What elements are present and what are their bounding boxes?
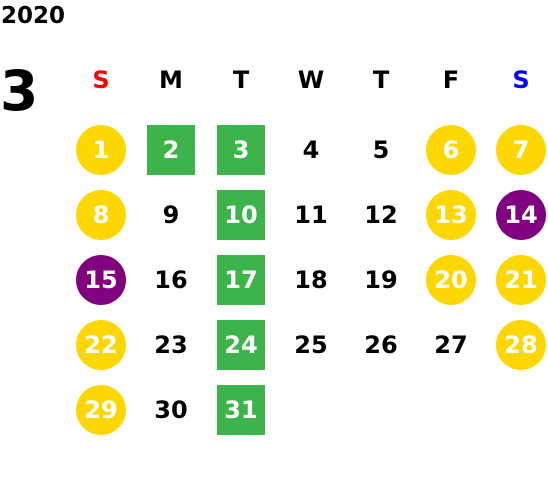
day-number: 17 (224, 266, 258, 294)
day-cell-12[interactable]: 12 (351, 190, 411, 240)
weekday-header-4: T (372, 66, 390, 94)
weekend-circle-marker: 20 (426, 255, 476, 305)
year-label: 2020 (1, 3, 66, 29)
day-number: 4 (302, 136, 320, 164)
day-number: 9 (162, 201, 180, 229)
weekend-circle-marker: 22 (76, 320, 126, 370)
day-number: 20 (434, 266, 468, 294)
day-cell-15[interactable]: 15 (71, 255, 131, 305)
day-cell-22[interactable]: 22 (71, 320, 131, 370)
day-number: 26 (364, 331, 398, 359)
day-number: 15 (84, 266, 118, 294)
day-number: 14 (504, 201, 538, 229)
holiday-circle-marker: 14 (496, 190, 546, 240)
weekend-circle-marker: 13 (426, 190, 476, 240)
day-cell-30[interactable]: 30 (141, 385, 201, 435)
month-number: 3 (0, 59, 39, 123)
day-cell-3[interactable]: 3 (211, 125, 271, 175)
highlight-square-marker: 17 (217, 255, 265, 305)
weekend-circle-marker: 8 (76, 190, 126, 240)
day-number: 19 (364, 266, 398, 294)
weekend-circle-marker: 21 (496, 255, 546, 305)
day-number: 16 (154, 266, 188, 294)
weekday-header-1: M (159, 66, 183, 94)
day-cell-4[interactable]: 4 (281, 125, 341, 175)
weekend-circle-marker: 7 (496, 125, 546, 175)
day-number: 10 (224, 201, 258, 229)
highlight-square-marker: 24 (217, 320, 265, 370)
day-cell-21[interactable]: 21 (491, 255, 548, 305)
day-cell-10[interactable]: 10 (211, 190, 271, 240)
day-cell-11[interactable]: 11 (281, 190, 341, 240)
day-number: 6 (442, 136, 460, 164)
day-cell-24[interactable]: 24 (211, 320, 271, 370)
day-number: 21 (504, 266, 538, 294)
day-number: 13 (434, 201, 468, 229)
highlight-square-marker: 31 (217, 385, 265, 435)
day-cell-16[interactable]: 16 (141, 255, 201, 305)
day-number: 8 (92, 201, 110, 229)
day-number: 12 (364, 201, 398, 229)
day-number: 29 (84, 396, 118, 424)
day-number: 1 (92, 136, 110, 164)
day-cell-25[interactable]: 25 (281, 320, 341, 370)
day-cell-8[interactable]: 8 (71, 190, 131, 240)
day-cell-17[interactable]: 17 (211, 255, 271, 305)
day-number: 23 (154, 331, 188, 359)
holiday-circle-marker: 15 (76, 255, 126, 305)
weekday-header-0: S (92, 66, 110, 94)
weekend-circle-marker: 6 (426, 125, 476, 175)
day-number: 3 (232, 136, 250, 164)
day-cell-26[interactable]: 26 (351, 320, 411, 370)
weekday-header-6: S (512, 66, 530, 94)
day-number: 5 (372, 136, 390, 164)
day-number: 7 (512, 136, 530, 164)
day-number: 11 (294, 201, 328, 229)
day-cell-19[interactable]: 19 (351, 255, 411, 305)
day-number: 25 (294, 331, 328, 359)
highlight-square-marker: 2 (147, 125, 195, 175)
day-cell-18[interactable]: 18 (281, 255, 341, 305)
weekend-circle-marker: 1 (76, 125, 126, 175)
day-cell-29[interactable]: 29 (71, 385, 131, 435)
weekday-header-3: W (297, 66, 325, 94)
day-cell-28[interactable]: 28 (491, 320, 548, 370)
day-number: 18 (294, 266, 328, 294)
day-cell-20[interactable]: 20 (421, 255, 481, 305)
day-cell-5[interactable]: 5 (351, 125, 411, 175)
day-cell-2[interactable]: 2 (141, 125, 201, 175)
day-number: 30 (154, 396, 188, 424)
day-cell-14[interactable]: 14 (491, 190, 548, 240)
day-cell-7[interactable]: 7 (491, 125, 548, 175)
day-number: 28 (504, 331, 538, 359)
day-number: 2 (162, 136, 180, 164)
day-cell-13[interactable]: 13 (421, 190, 481, 240)
highlight-square-marker: 10 (217, 190, 265, 240)
weekday-header-5: F (442, 66, 460, 94)
highlight-square-marker: 3 (217, 125, 265, 175)
day-number: 22 (84, 331, 118, 359)
day-cell-1[interactable]: 1 (71, 125, 131, 175)
day-cell-9[interactable]: 9 (141, 190, 201, 240)
day-cell-23[interactable]: 23 (141, 320, 201, 370)
weekday-header-2: T (232, 66, 250, 94)
weekend-circle-marker: 29 (76, 385, 126, 435)
weekend-circle-marker: 28 (496, 320, 546, 370)
day-number: 27 (434, 331, 468, 359)
day-cell-27[interactable]: 27 (421, 320, 481, 370)
day-number: 24 (224, 331, 258, 359)
day-number: 31 (224, 396, 258, 424)
day-cell-31[interactable]: 31 (211, 385, 271, 435)
day-cell-6[interactable]: 6 (421, 125, 481, 175)
